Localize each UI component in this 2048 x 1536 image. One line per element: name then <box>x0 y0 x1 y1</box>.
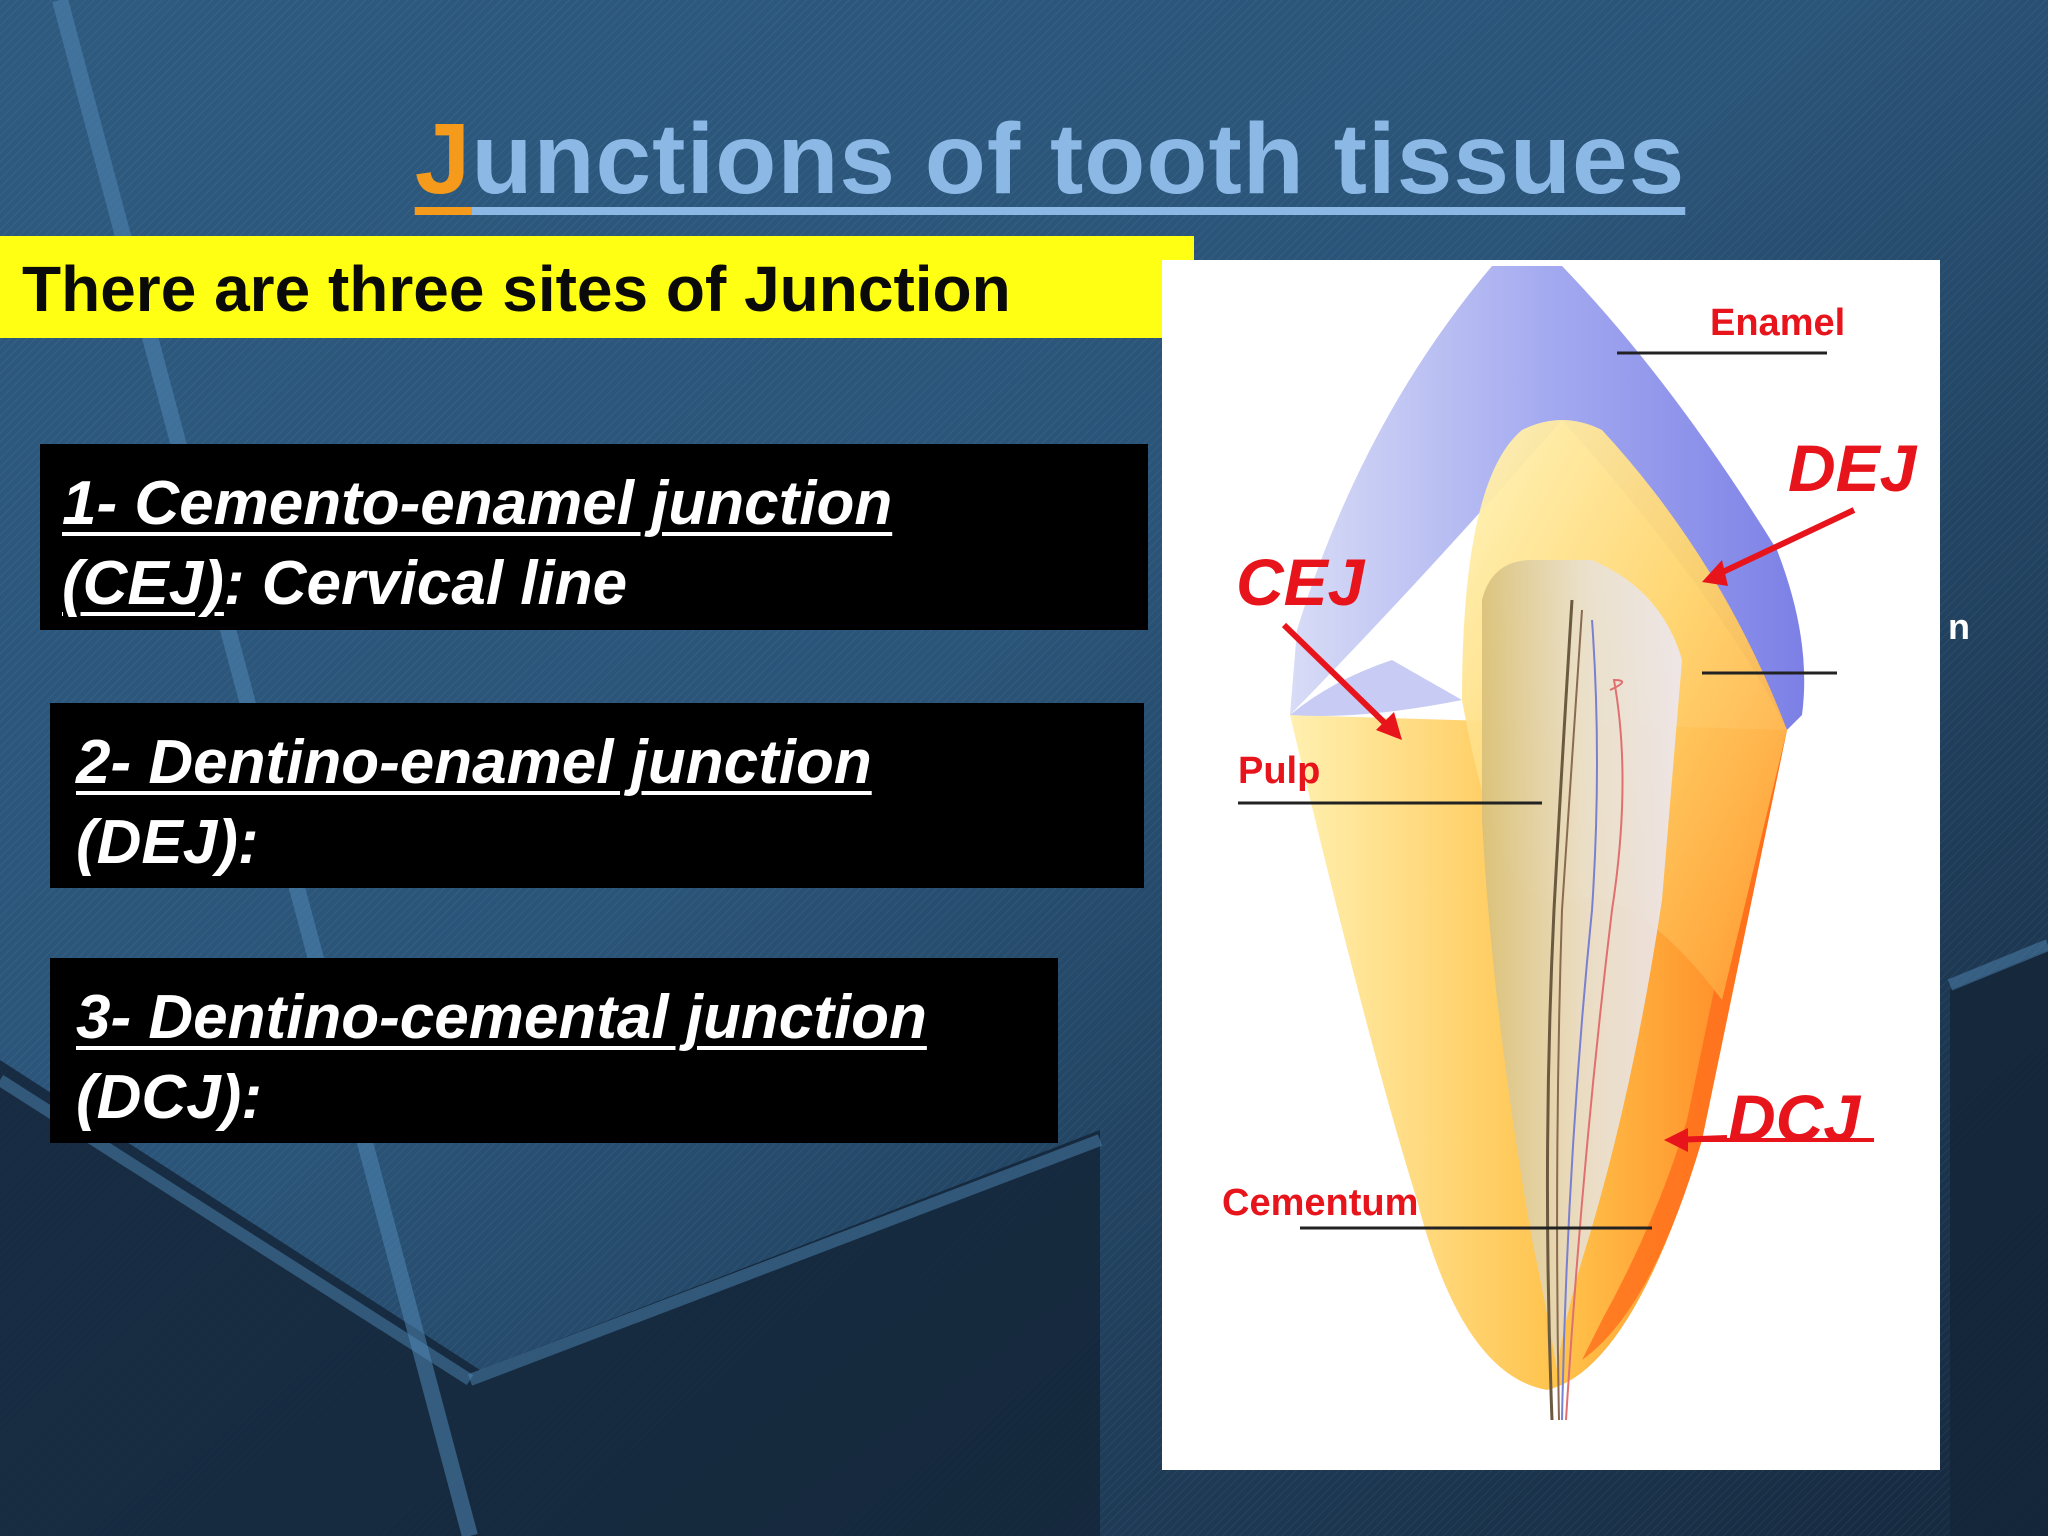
junction-cej-abbrev: (CEJ) <box>62 549 224 618</box>
title-text: unctions of tooth tissues <box>471 103 1686 215</box>
junction-dej-line2: (DEJ): <box>76 808 259 877</box>
intro-banner: There are three sites of Junction <box>0 236 1194 338</box>
label-cementum: Cementum <box>1222 1182 1419 1224</box>
junction-cej-line2: (CEJ): Cervical line <box>62 544 1148 624</box>
junction-box-dcj: 3- Dentino-cemental junction (DCJ): <box>50 958 1058 1143</box>
title-first-letter: J <box>414 103 472 215</box>
junction-dcj-line1: 3- Dentino-cemental junction <box>76 983 927 1052</box>
enamel-crown <box>1290 266 1805 730</box>
tooth-diagram: Enamel DEJ CEJ Pulp DCJ Cementum <box>1162 260 1940 1470</box>
label-pulp: Pulp <box>1238 750 1321 792</box>
junction-dej-line1: 2- Dentino-enamel junction <box>76 728 872 797</box>
label-dej: DEJ <box>1788 431 1917 505</box>
junction-box-cej: 1- Cemento-enamel junction (CEJ): Cervic… <box>40 444 1148 630</box>
label-enamel: Enamel <box>1710 302 1846 344</box>
label-cej: CEJ <box>1236 545 1365 619</box>
pulp-chamber <box>1482 560 1682 1370</box>
tooth-illustration <box>1238 266 1874 1421</box>
intro-banner-text: There are three sites of Junction <box>22 253 1011 325</box>
junction-cej-line1: 1- Cemento-enamel junction <box>62 469 893 538</box>
junction-cej-desc: : Cervical line <box>223 549 628 618</box>
label-dcj: DCJ <box>1728 1081 1861 1155</box>
junction-dcj-line2: (DCJ): <box>76 1063 262 1132</box>
junction-box-dej: 2- Dentino-enamel junction (DEJ): <box>50 703 1144 888</box>
stray-text-fragment: n <box>1948 606 1970 647</box>
slide-title: Junctions of tooth tissues <box>0 102 2048 217</box>
